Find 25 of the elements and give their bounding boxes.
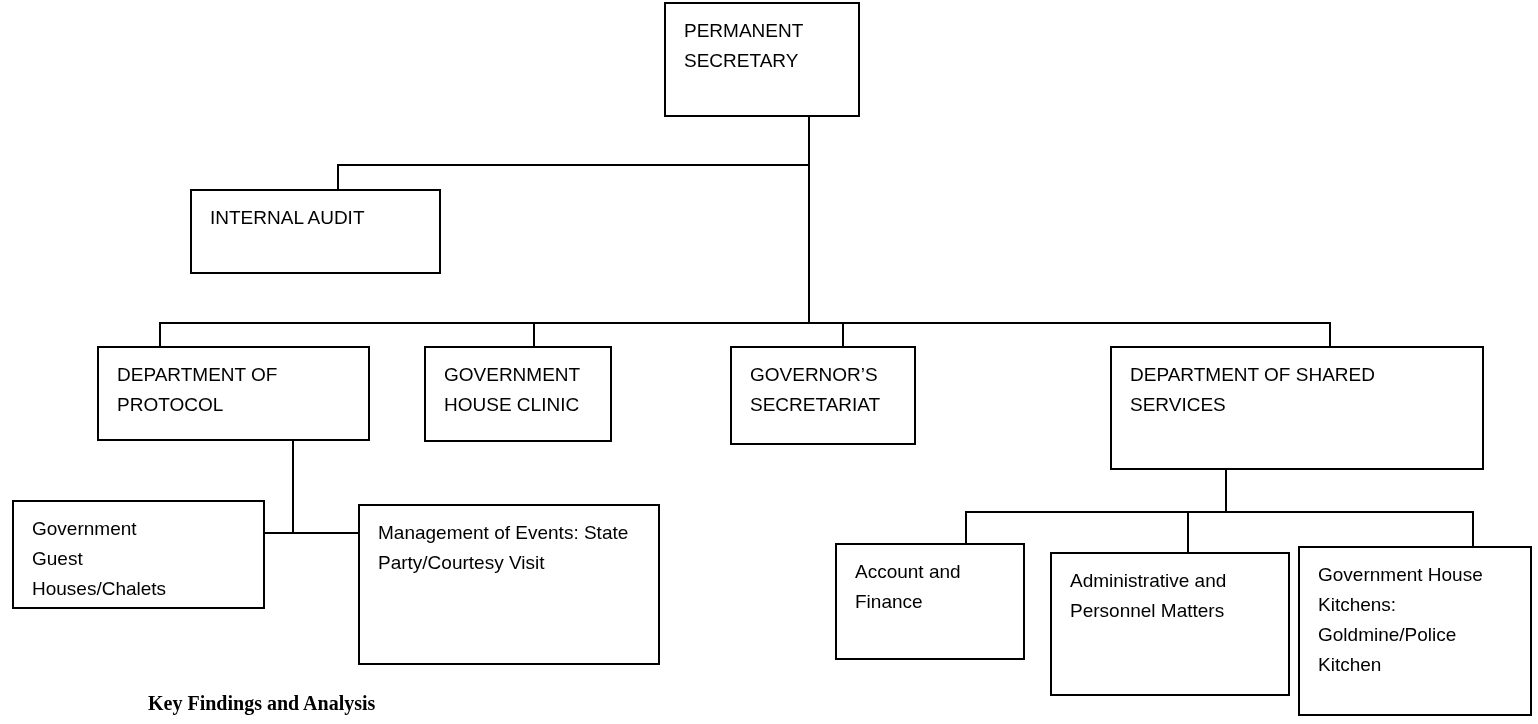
box-text: INTERNAL AUDIT [210, 206, 366, 230]
org-box [97, 346, 370, 441]
connector-line [1225, 469, 1474, 547]
org-box [664, 2, 860, 117]
org-box [1050, 552, 1290, 696]
box-text: Account and Finance [855, 560, 962, 614]
connector-line [292, 440, 359, 534]
org-box [424, 346, 612, 442]
box-text: Government House Kitchens: Goldmine/Police Kitchen [1318, 563, 1484, 677]
box-text: Management of Events: State Party/Courtesy Visit [378, 521, 630, 575]
box-text: DEPARTMENT OF PROTOCOL [117, 363, 279, 417]
box-text: Administrative and Personnel Matters [1070, 569, 1228, 623]
box-text: GOVERNOR’S SECRETARIAT [750, 363, 882, 417]
org-box [358, 504, 660, 665]
org-box [730, 346, 916, 445]
org-box [1110, 346, 1484, 470]
box-text: Government Guest Houses/Chalets [32, 517, 168, 601]
box-text: DEPARTMENT OF SHARED SERVICES [1130, 363, 1376, 417]
box-text: GOVERNMENT HOUSE CLINIC [444, 363, 581, 417]
org-box [12, 500, 265, 609]
section-heading: Key Findings and Analysis [148, 691, 376, 717]
org-box [190, 189, 441, 274]
box-text: PERMANENT SECRETARY [684, 19, 804, 73]
org-box [1298, 546, 1532, 716]
org-box [835, 543, 1025, 660]
